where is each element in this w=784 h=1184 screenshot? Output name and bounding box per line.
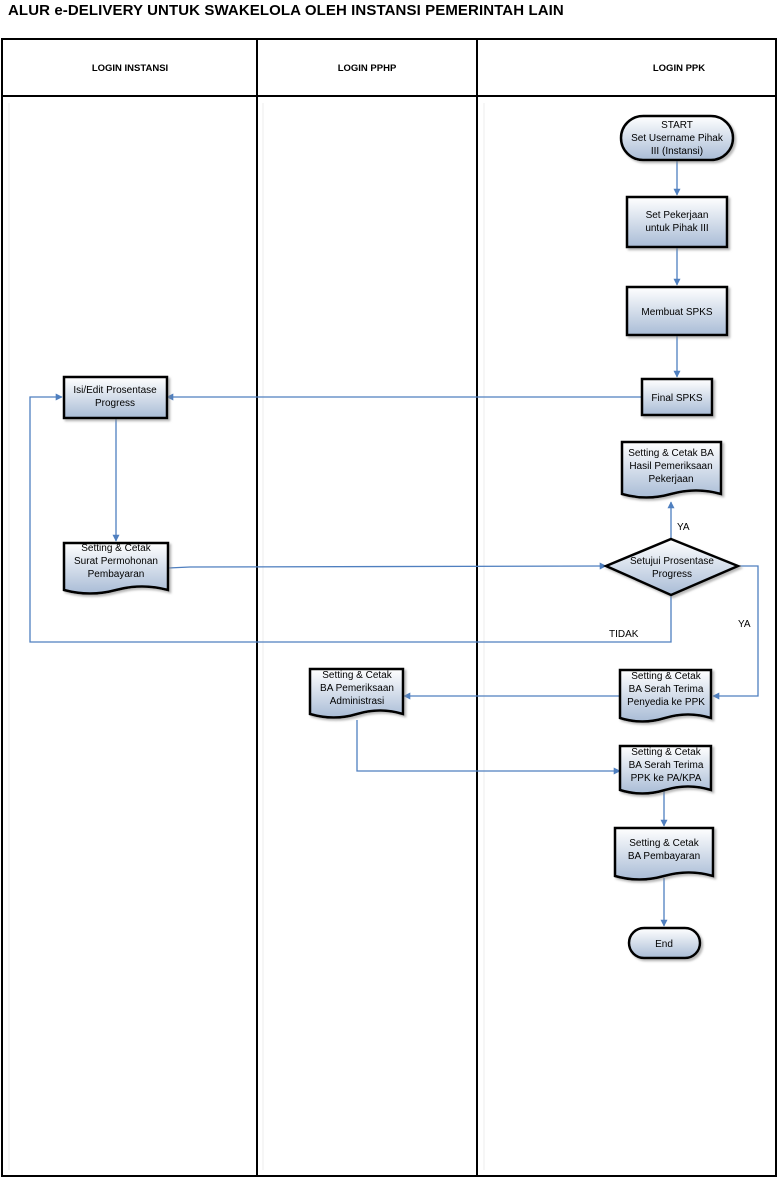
edge-label-ya-up: YA xyxy=(677,522,690,533)
page-title: ALUR e-DELIVERY UNTUK SWAKELOLA OLEH INS… xyxy=(8,2,564,19)
connectors xyxy=(29,160,759,927)
isi-edit-process: Isi/Edit Prosentase Progress xyxy=(62,375,169,420)
setujui-line-1: Setujui Prosentase xyxy=(630,556,714,567)
isi-edit-line-2: Progress xyxy=(95,398,135,409)
cetak-ba-hasil-line-3: Pekerjaan xyxy=(648,474,693,485)
cetak-surat-document: Setting & Cetak Surat Permohonan Pembaya… xyxy=(62,541,170,595)
membuat-spks-process: Membuat SPKS xyxy=(625,285,729,337)
cetak-ba-admin-line-3: Administrasi xyxy=(330,696,384,707)
edge-setujui-tidak-to-isi-edit xyxy=(29,393,672,643)
cetak-ba-admin-line-2: BA Pemeriksaan xyxy=(320,683,394,694)
cetak-serah-penyedia-line-2: BA Serah Terima xyxy=(629,684,704,695)
cetak-serah-pa-line-1: Setting & Cetak xyxy=(631,747,701,758)
edge-label-tidak: TIDAK xyxy=(609,629,639,640)
cetak-serah-penyedia-line-1: Setting & Cetak xyxy=(631,671,701,682)
cetak-pembayaran-document: Setting & Cetak BA Pembayaran xyxy=(613,826,715,881)
cetak-surat-line-3: Pembayaran xyxy=(88,569,145,580)
setujui-decision: Setujui Prosentase Progress xyxy=(602,537,742,597)
cetak-serah-penyedia-document: Setting & Cetak BA Serah Terima Penyedia… xyxy=(618,668,713,723)
cetak-pembayaran-line-1: Setting & Cetak xyxy=(629,838,699,849)
isi-edit-line-1: Isi/Edit Prosentase xyxy=(73,385,157,396)
start-line-2: Set Username Pihak xyxy=(631,133,724,144)
cetak-ba-hasil-line-1: Setting & Cetak BA xyxy=(628,448,714,459)
final-spks-process: Final SPKS xyxy=(640,377,714,417)
start-line-1: START xyxy=(661,120,693,131)
edge-setujui-ya-to-cetak-serah-penyedia xyxy=(712,565,759,700)
swimlane-frame xyxy=(1,38,777,1177)
set-pekerjaan-process: Set Pekerjaan untuk Pihak III xyxy=(625,195,729,249)
edge-cetak-surat-to-setujui xyxy=(167,562,607,570)
setujui-line-2: Progress xyxy=(652,569,692,580)
set-pekerjaan-line-2: untuk Pihak III xyxy=(645,223,708,234)
cetak-pembayaran-line-2: BA Pembayaran xyxy=(628,851,700,862)
cetak-surat-line-1: Setting & Cetak xyxy=(81,543,151,554)
cetak-serah-penyedia-line-3: Penyedia ke PPK xyxy=(627,697,705,708)
cetak-serah-pa-line-2: BA Serah Terima xyxy=(629,760,704,771)
membuat-spks-line-1: Membuat SPKS xyxy=(641,307,712,318)
lane-header-ppk: LOGIN PPK xyxy=(653,63,705,74)
edge-cetak-ba-admin-to-cetak-serah-pa xyxy=(356,720,621,775)
cetak-surat-line-2: Surat Permohonan xyxy=(74,556,158,567)
end-terminator: End xyxy=(627,926,702,960)
set-pekerjaan-line-1: Set Pekerjaan xyxy=(646,210,709,221)
end-line-1: End xyxy=(655,939,673,950)
cetak-ba-hasil-line-2: Hasil Pemeriksaan xyxy=(629,461,712,472)
cetak-serah-pa-line-3: PPK ke PA/KPA xyxy=(631,773,702,784)
cetak-ba-admin-line-1: Setting & Cetak xyxy=(322,670,392,681)
lane-header-instansi: LOGIN INSTANSI xyxy=(92,63,168,74)
lane-header-pphp: LOGIN PPHP xyxy=(338,63,397,74)
cetak-ba-hasil-document: Setting & Cetak BA Hasil Pemeriksaan Pek… xyxy=(620,440,723,499)
cetak-serah-pa-document: Setting & Cetak BA Serah Terima PPK ke P… xyxy=(618,744,713,795)
cetak-ba-admin-document: Setting & Cetak BA Pemeriksaan Administr… xyxy=(308,667,405,719)
start-line-3: III (Instansi) xyxy=(651,146,703,157)
edge-label-ya-right: YA xyxy=(738,619,751,630)
final-spks-line-1: Final SPKS xyxy=(651,393,702,404)
start-terminator: START Set Username Pihak III (Instansi) xyxy=(619,114,735,162)
